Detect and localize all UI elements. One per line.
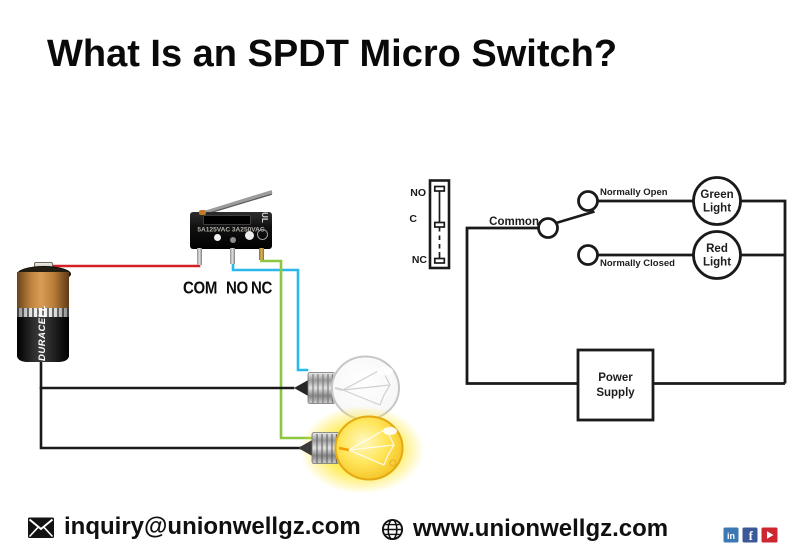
power-supply-label-line2: Supply — [596, 387, 635, 399]
power-supply-label-line1: Power — [598, 372, 633, 384]
battery: DURACELL — [17, 261, 71, 363]
footer-email: inquiry@unionwellgz.com — [27, 513, 361, 541]
normally-closed-terminal — [577, 244, 599, 266]
wire-black-battery — [39, 354, 302, 450]
bulb-on — [298, 406, 424, 494]
mounting-hole — [214, 234, 221, 241]
switch-rating-text: 5A125VAC 3A250VAC — [197, 225, 265, 234]
power-supply-box — [576, 348, 655, 422]
micro-switch-body: 5A125VAC 3A250VAC UL — [190, 210, 272, 249]
page-title: What Is an SPDT Micro Switch? — [47, 33, 618, 75]
green-light-label-line1: Green — [700, 189, 733, 201]
envelope-icon — [28, 517, 54, 538]
circuit-left-wire — [465, 226, 578, 385]
mounting-hole — [245, 231, 254, 240]
footer-website: www.unionwellgz.com — [381, 515, 668, 543]
facebook-icon[interactable]: f — [742, 527, 758, 543]
spdt-slider-legend — [428, 179, 451, 270]
linkedin-icon[interactable]: in — [723, 527, 739, 543]
common-label: Common — [489, 216, 539, 228]
red-light-label-line2: Light — [703, 257, 731, 269]
common-terminal — [537, 217, 559, 239]
bulb-off — [294, 355, 400, 421]
normally-closed-label: Normally Closed — [600, 258, 675, 269]
bulb-on-tip — [298, 439, 314, 457]
bulb-off-filament — [334, 368, 391, 406]
red-light-node — [692, 230, 742, 280]
bulb-on-filament — [338, 428, 395, 466]
pin-nc — [259, 248, 264, 260]
green-light-node — [692, 176, 742, 226]
certification-mark-icon — [257, 229, 268, 240]
youtube-icon[interactable] — [761, 527, 778, 543]
mounting-hole — [230, 237, 236, 243]
circuit-right-wire — [740, 199, 787, 384]
battery-label-band — [17, 308, 69, 317]
legend-label-nc: NC — [412, 254, 428, 266]
normally-open-label: Normally Open — [600, 187, 668, 198]
battery-body — [17, 317, 69, 362]
bulb-off-tip — [294, 379, 310, 397]
green-light-label-line2: Light — [703, 203, 731, 215]
website-text[interactable]: www.unionwellgz.com — [413, 515, 669, 542]
social-icons: in f — [723, 527, 778, 543]
switch-arm — [555, 210, 595, 225]
terminal-label-no: NO — [226, 278, 248, 299]
globe-icon — [381, 518, 404, 540]
email-text[interactable]: inquiry@unionwellgz.com — [64, 513, 361, 540]
schematic: NO C NC Common Normally Open Normally Cl… — [409, 176, 787, 422]
normally-open-terminal — [577, 190, 599, 212]
svg-text:f: f — [749, 529, 754, 543]
terminal-label-com: COM — [183, 278, 218, 299]
pin-com — [197, 248, 202, 265]
svg-text:in: in — [727, 531, 735, 541]
legend-label-no: NO — [410, 187, 426, 199]
lever-pivot — [199, 210, 206, 215]
legend-label-c: C — [409, 213, 417, 225]
wire-blue-no — [231, 255, 309, 372]
pin-no — [230, 248, 235, 264]
red-light-label-line1: Red — [706, 243, 728, 255]
battery-brand-text: DURACELL — [37, 304, 48, 361]
plunger-slot — [203, 215, 251, 225]
battery-copper-top — [17, 272, 69, 308]
bulb-off-screw-cap — [307, 372, 336, 404]
terminal-label-nc: NC — [251, 278, 273, 299]
ul-mark: UL — [260, 212, 270, 223]
